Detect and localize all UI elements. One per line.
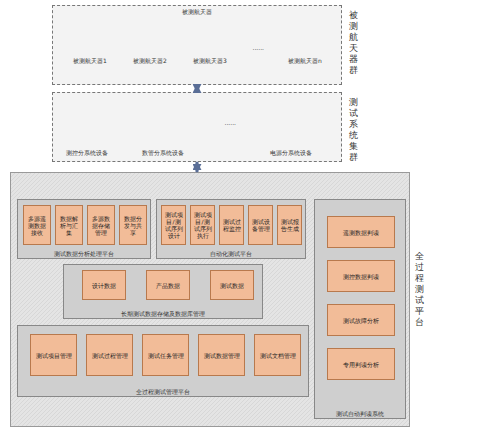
- group-heading: 全过程测试平台: [415, 251, 427, 328]
- function-box: 数据分发与共享: [119, 205, 147, 245]
- function-text: 遥测数据判读: [341, 229, 381, 236]
- double-arrow: [196, 85, 199, 92]
- function-box: 测试过程监控: [219, 205, 244, 245]
- caption-label: ......: [225, 120, 236, 127]
- function-box: 测控数据判读: [327, 260, 395, 292]
- function-box: 产品数据: [146, 270, 190, 300]
- function-text: 测试数据: [218, 282, 246, 289]
- caption-label: 被测航天器: [182, 9, 212, 16]
- function-box: 多源数据存储管理: [87, 205, 115, 245]
- panel-box: 测试自动判读系统遥测数据判读测控数据判读测试故障分析专用判读分析: [314, 199, 406, 419]
- function-text: 产品数据: [154, 282, 182, 289]
- function-text: 测试文档管理: [258, 352, 298, 359]
- function-box: 测试设备管理: [248, 205, 273, 245]
- caption-label: ......: [253, 45, 264, 52]
- function-box: 测试文档管理: [254, 334, 301, 376]
- function-box: 测试项目/测试序列执行: [190, 205, 215, 245]
- function-text: 测试过程监控: [220, 218, 243, 232]
- caption-label: 被测航天器n: [288, 58, 322, 65]
- function-box: 测试数据: [210, 270, 254, 300]
- function-box: 测试项目管理: [30, 334, 77, 376]
- function-text: 测试设备管理: [249, 218, 272, 232]
- function-box: 测试项目/测试序列设计: [161, 205, 186, 245]
- function-box: 遥测数据判读: [327, 216, 395, 248]
- function-box: 专用判读分析: [327, 348, 395, 380]
- function-text: 测试故障分析: [341, 317, 381, 324]
- panel-heading: 全过程测试管理平台: [18, 388, 308, 395]
- group-heading: 被测航天器群: [349, 10, 361, 76]
- panel-box: 全过程测试管理平台 测试项目管理 测试过程管理 测试任务管理 测试数据管理 测试文档管理: [17, 325, 309, 397]
- function-box: 测试任务管理: [142, 334, 189, 376]
- function-text: 测试任务管理: [146, 352, 186, 359]
- function-text: 测控数据判读: [341, 273, 381, 280]
- function-box: 测试故障分析: [327, 304, 395, 336]
- function-text: 测试过程管理: [90, 352, 130, 359]
- function-text: 测试项目管理: [34, 352, 74, 359]
- function-box: 测试报告生成: [277, 205, 302, 245]
- panel-heading: 自动化测试平台: [157, 250, 305, 257]
- function-box: 设计数据: [82, 270, 126, 300]
- function-box: 多源遥测数据接收: [23, 205, 51, 245]
- panel-heading: 测试自动判读系统: [315, 410, 405, 417]
- function-box: 测试数据管理: [198, 334, 245, 376]
- function-text: 设计数据: [90, 282, 118, 289]
- double-arrow: [196, 162, 199, 172]
- panel-box: 自动化测试平台 测试项目/测试序列设计测试项目/测试序列执行测试过程监控测试设备管…: [156, 199, 306, 259]
- caption-label: 被测航天器2: [133, 58, 167, 65]
- panel-box: 测试数据分析处理平台 多源遥测数据接收数据解析与汇集多源数据存储管理数据分发与共享: [17, 199, 151, 259]
- function-box: 测试过程管理: [86, 334, 133, 376]
- function-text: 数据解析与汇集: [56, 215, 82, 236]
- function-text: 多源数据存储管理: [88, 215, 114, 236]
- panel-heading: 长期测试数据存储及数据库管理: [64, 310, 262, 317]
- caption-label: 电源分系统设备: [270, 150, 312, 157]
- function-text: 专用判读分析: [341, 361, 381, 368]
- function-text: 测试报告生成: [278, 218, 301, 232]
- panel-box: 长期测试数据存储及数据库管理 设计数据 产品数据 测试数据: [63, 264, 263, 319]
- caption-label: 测控分系统设备: [66, 150, 108, 157]
- function-text: 测试项目/测试序列执行: [191, 211, 214, 239]
- function-text: 数据分发与共享: [120, 215, 146, 236]
- panel-heading: 测试数据分析处理平台: [18, 250, 150, 257]
- function-text: 测试数据管理: [202, 352, 242, 359]
- function-text: 测试项目/测试序列设计: [162, 211, 185, 239]
- caption-label: 被测航天器1: [73, 58, 107, 65]
- function-box: 数据解析与汇集: [55, 205, 83, 245]
- platform-hatch: [10, 172, 410, 427]
- function-text: 多源遥测数据接收: [24, 215, 50, 236]
- group-heading: 测试系统集群: [349, 97, 361, 163]
- caption-label: 数管分系统设备: [142, 150, 184, 157]
- caption-label: 被测航天器3: [193, 58, 227, 65]
- cluster-box: 被测航天器群: [52, 5, 342, 85]
- platform-box: 全过程测试平台测试数据分析处理平台多源遥测数据接收数据解析与汇集多源数据存储管理…: [10, 172, 410, 427]
